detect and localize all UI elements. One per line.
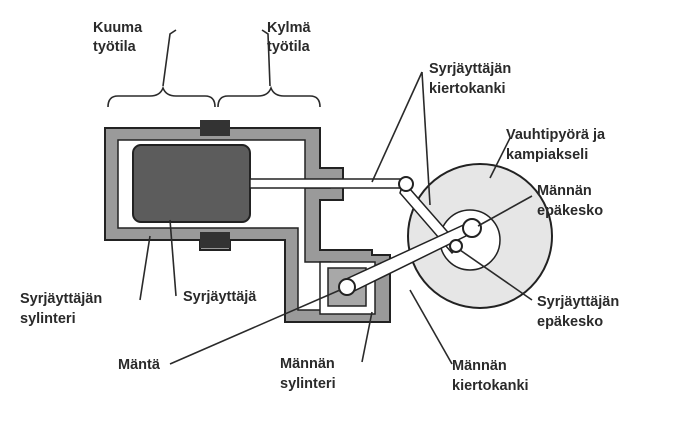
piston-pin: [338, 278, 356, 296]
hot-space-leader: [162, 29, 177, 87]
displacer-rod-leader-2: [421, 71, 431, 206]
label-hot-space-2: työtila: [93, 39, 137, 55]
cold-space-leader: [261, 29, 271, 87]
label-hot-space-1: Kuuma: [93, 20, 143, 36]
label-flywheel-2: kampiakseli: [506, 147, 588, 163]
displacer-body: [132, 144, 251, 223]
hot-cold-insulator-bottom: [200, 232, 230, 248]
label-flywheel-1: Vauhtipyörä ja: [506, 127, 606, 143]
displacer-rod-leader: [371, 71, 423, 183]
flywheel-leader: [489, 137, 511, 179]
label-piston-cylinder-1: Männän: [280, 356, 335, 372]
label-piston-cylinder-2: sylinteri: [280, 376, 336, 392]
displacer-cylinder-leader: [139, 235, 151, 301]
piston-eccentric-leader: [477, 195, 533, 227]
piston-cylinder-leader: [361, 311, 373, 363]
label-displacer-eccentric-2: epäkesko: [537, 314, 603, 330]
displacer-eccentric: [449, 239, 463, 253]
displacer-rod-guide: [249, 178, 409, 189]
piston-leader: [169, 289, 341, 365]
displacer-leader: [169, 219, 177, 297]
label-cold-space-1: Kylmä: [267, 20, 311, 36]
cold-space-brace: [217, 85, 321, 108]
label-piston-eccentric-2: epäkesko: [537, 203, 603, 219]
displacer-rod-pin: [398, 176, 414, 192]
label-displacer-cylinder-1: Syrjäyttäjän: [20, 291, 102, 307]
piston-rod-leader: [409, 289, 453, 365]
label-piston: Mäntä: [118, 357, 161, 373]
displacer-eccentric-leader: [459, 249, 533, 301]
label-displacer-rod-1: Syrjäyttäjän: [429, 61, 511, 77]
label-displacer-rod-2: kiertokanki: [429, 81, 506, 97]
label-cold-space-2: työtila: [267, 39, 311, 55]
piston-eccentric: [462, 218, 482, 238]
hot-cold-insulator-top: [200, 120, 230, 136]
label-displacer: Syrjäyttäjä: [183, 289, 257, 305]
label-piston-eccentric-1: Männän: [537, 183, 592, 199]
label-piston-rod-1: Männän: [452, 358, 507, 374]
hot-space-brace: [107, 85, 216, 108]
label-piston-rod-2: kiertokanki: [452, 378, 529, 394]
label-displacer-cylinder-2: sylinteri: [20, 311, 76, 327]
label-displacer-eccentric-1: Syrjäyttäjän: [537, 294, 619, 310]
